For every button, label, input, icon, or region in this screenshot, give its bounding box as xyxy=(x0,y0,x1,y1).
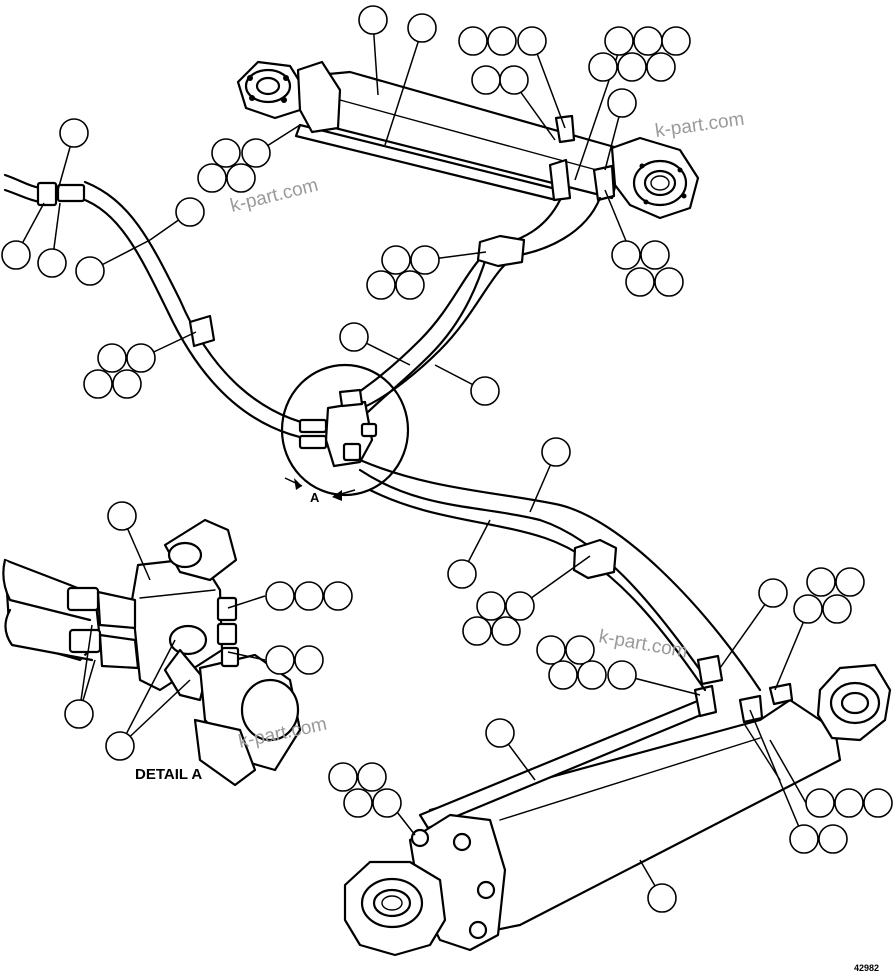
callout-bubble xyxy=(654,267,684,297)
callout-bubble xyxy=(646,52,676,82)
callout-bubble xyxy=(607,88,637,118)
callout-bubble xyxy=(458,26,488,56)
callout-bubble xyxy=(175,197,205,227)
callout-bubble xyxy=(805,788,835,818)
callout-group-clamp-top-right xyxy=(588,26,691,118)
callout-group-hose-middle xyxy=(339,245,500,406)
callout-bubble xyxy=(633,26,663,56)
top-cylinder xyxy=(236,60,700,220)
callout-bubble xyxy=(640,240,670,270)
view-arrow-label: A xyxy=(310,490,320,505)
callout-bubble xyxy=(470,376,500,406)
callout-bubble xyxy=(407,13,437,43)
callout-bubble xyxy=(536,635,566,665)
callout-bubble xyxy=(294,581,324,611)
callout-bubble xyxy=(491,616,521,646)
callout-bubble xyxy=(565,635,595,665)
detail-a-label: DETAIL A xyxy=(135,766,202,783)
callout-bubble xyxy=(112,369,142,399)
callout-bubble xyxy=(471,65,501,95)
callout-bubble xyxy=(789,824,819,854)
callout-bubble xyxy=(75,256,105,286)
callout-bubble xyxy=(410,245,440,275)
callout-bubble xyxy=(607,660,637,690)
callout-bubble xyxy=(381,245,411,275)
callout-group-detail-a xyxy=(64,501,353,761)
hose-assemblies xyxy=(3,173,762,692)
watermark-text: k-part.com xyxy=(654,109,746,142)
center-manifold: A xyxy=(280,363,410,505)
watermark-text: k-part.com xyxy=(597,626,689,662)
callout-group-right-fitting xyxy=(611,240,684,297)
callout-bubble xyxy=(226,163,256,193)
callout-bubble xyxy=(517,26,547,56)
callout-group-bottom-cylinder xyxy=(328,567,893,913)
callout-bubble xyxy=(97,343,127,373)
callout-group-top-left-fitting xyxy=(59,118,271,193)
callout-bubble xyxy=(265,581,295,611)
callout-bubble xyxy=(485,718,515,748)
callout-bubble xyxy=(806,567,836,597)
callout-bubble xyxy=(211,138,241,168)
callout-group-rod-clamp-top xyxy=(458,26,547,95)
callout-bubble xyxy=(372,788,402,818)
callout-group-top-cylinder xyxy=(358,5,437,43)
callout-bubble xyxy=(499,65,529,95)
callout-bubble xyxy=(577,660,607,690)
callout-bubble xyxy=(37,248,67,278)
callout-bubble xyxy=(107,501,137,531)
callout-bubble xyxy=(863,788,893,818)
callout-bubble xyxy=(83,369,113,399)
callout-bubble xyxy=(462,616,492,646)
callout-bubble xyxy=(126,343,156,373)
callout-bubble xyxy=(1,240,31,270)
callout-group-bottom-hose xyxy=(447,437,571,646)
callout-bubble xyxy=(343,788,373,818)
callout-bubble xyxy=(59,118,89,148)
callout-bubble xyxy=(611,240,641,270)
callout-bubble xyxy=(447,559,477,589)
callout-bubble xyxy=(366,270,396,300)
callout-bubble xyxy=(476,591,506,621)
callout-bubble xyxy=(197,163,227,193)
callout-bubble xyxy=(357,762,387,792)
callout-bubble xyxy=(822,594,852,624)
callout-bubble xyxy=(265,645,295,675)
callout-bubble xyxy=(835,567,865,597)
callout-bubble xyxy=(604,26,634,56)
callout-group-hose-left xyxy=(1,197,205,399)
bottom-cylinder xyxy=(343,663,892,957)
callout-bubble xyxy=(339,322,369,352)
callout-bubble xyxy=(323,581,353,611)
callout-bubble xyxy=(358,5,388,35)
callout-bubble xyxy=(793,594,823,624)
callout-bubble xyxy=(64,699,94,729)
callout-bubble xyxy=(647,883,677,913)
callout-bubble xyxy=(241,138,271,168)
callout-bubble xyxy=(505,591,535,621)
callout-bubble xyxy=(487,26,517,56)
callout-bubble xyxy=(328,762,358,792)
callout-bubble xyxy=(541,437,571,467)
callout-bubble xyxy=(758,578,788,608)
callout-bubble xyxy=(625,267,655,297)
callout-bubble xyxy=(105,731,135,761)
callout-bubble xyxy=(834,788,864,818)
callout-bubble xyxy=(294,645,324,675)
callout-bubble xyxy=(617,52,647,82)
callout-bubble xyxy=(661,26,691,56)
callout-bubble xyxy=(588,52,618,82)
figure-number: 42982 xyxy=(854,963,879,973)
callout-bubble xyxy=(395,270,425,300)
detail-a: DETAIL A xyxy=(2,518,302,787)
callout-bubble xyxy=(548,660,578,690)
callout-bubble xyxy=(818,824,848,854)
